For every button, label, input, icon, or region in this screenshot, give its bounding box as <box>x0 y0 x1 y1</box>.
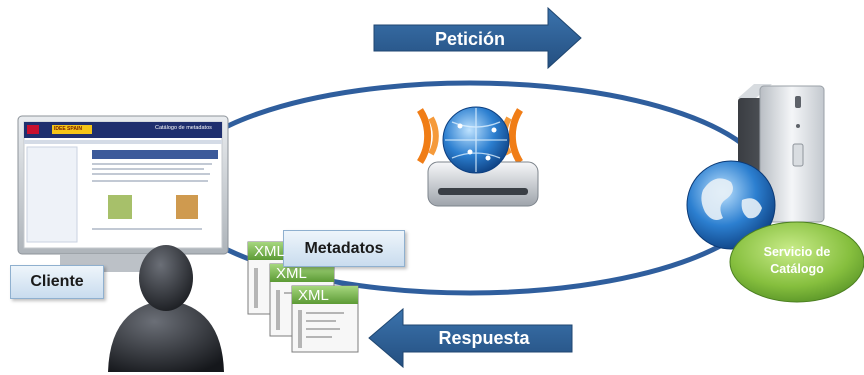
screen-brand: IDEE SPAIN <box>54 126 82 132</box>
service-label: Servicio de Catálogo <box>744 244 850 278</box>
metadata-label: Metadatos <box>283 230 405 267</box>
xml-document-icon <box>291 285 359 353</box>
user-silhouette-icon <box>108 245 224 372</box>
monitor-icon <box>17 115 229 272</box>
service-badge <box>729 221 864 303</box>
client-label: Cliente <box>10 265 104 299</box>
service-label-line1: Servicio de <box>763 245 831 259</box>
request-label: Petición <box>434 29 505 49</box>
screen-title: Catálogo de metadatos <box>155 125 212 131</box>
service-label-line2: Catálogo <box>770 262 824 276</box>
xml-doc-title: XML <box>254 243 285 260</box>
network-device-icon <box>416 106 539 207</box>
response-label: Respuesta <box>438 328 530 348</box>
request-arrow <box>373 6 582 70</box>
globe-icon <box>686 160 776 250</box>
response-arrow <box>368 307 573 369</box>
xml-doc-title: XML <box>298 287 329 304</box>
xml-doc-title: XML <box>276 265 307 282</box>
